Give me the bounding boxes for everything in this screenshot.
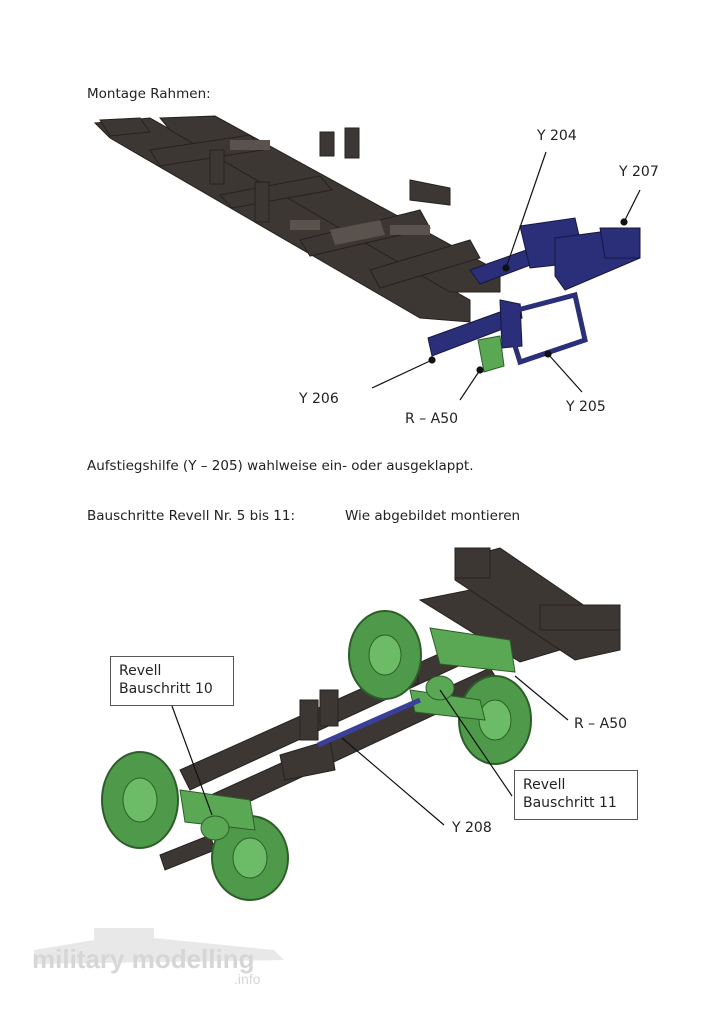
drive-shaft-y208 — [316, 697, 422, 748]
label-y208: Y 208 — [452, 820, 492, 836]
rear-right-wheel — [458, 675, 532, 765]
callout-11-line1: Revell — [523, 777, 566, 793]
watermark-logo: military modelling .info — [32, 928, 284, 987]
callout-bauschritt-10: Revell Bauschritt 10 — [110, 656, 234, 706]
callout-bauschritt-11: Revell Bauschritt 11 — [514, 770, 638, 820]
leader-lines — [371, 151, 641, 401]
front-axle-assembly — [179, 789, 256, 841]
tank-silhouette-icon — [34, 928, 284, 964]
rear-left-wheel — [348, 610, 422, 700]
label-r-a50: R – A50 — [405, 411, 459, 427]
part-r-a50 — [477, 335, 505, 373]
part-y207 — [554, 227, 641, 291]
note-text: Aufstiegshilfe (Y – 205) wahlweise ein- … — [87, 458, 474, 474]
frame-details — [230, 140, 430, 245]
label-y205: Y 205 — [566, 399, 606, 415]
frame-rails — [93, 115, 501, 323]
callout-10-line2: Bauschritt 10 — [119, 681, 213, 697]
callout-11-line2: Bauschritt 11 — [523, 795, 617, 811]
frame-assembly-figure — [93, 115, 641, 401]
watermark-suffix: .info — [234, 971, 261, 987]
label-y206: Y 206 — [299, 391, 339, 407]
leader-lines-2 — [171, 675, 569, 826]
label-y204: Y 204 — [537, 128, 577, 144]
steps-instruction: Wie abgebildet montieren — [345, 508, 521, 524]
rear-frame — [418, 547, 621, 663]
watermark-text: military modelling — [32, 944, 255, 974]
part-y205 — [507, 291, 588, 366]
page-heading: Montage Rahmen: — [87, 86, 211, 102]
front-left-wheel — [101, 751, 179, 849]
rear-axle-assembly — [409, 627, 516, 721]
label-y207: Y 207 — [619, 164, 659, 180]
label-r-a50-2: R – A50 — [574, 716, 628, 732]
callout-10-line1: Revell — [119, 663, 162, 679]
steps-label: Bauschritte Revell Nr. 5 bis 11: — [87, 508, 295, 524]
